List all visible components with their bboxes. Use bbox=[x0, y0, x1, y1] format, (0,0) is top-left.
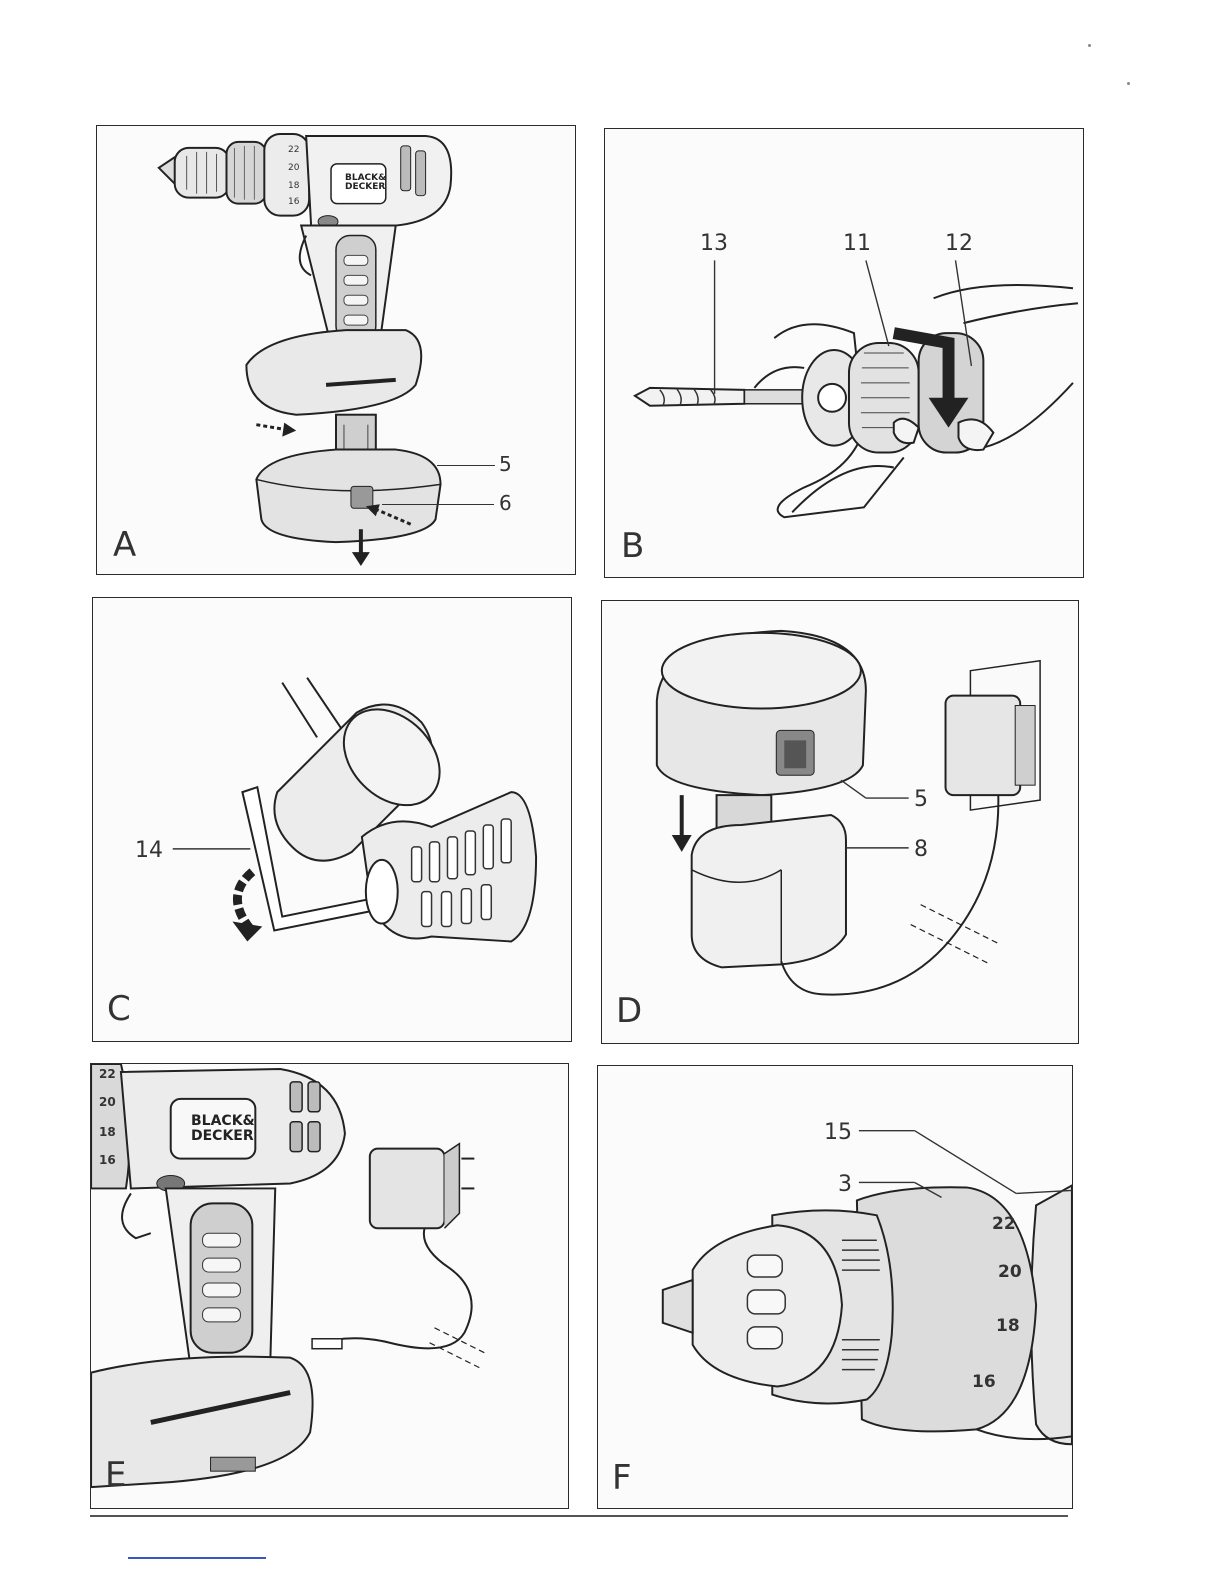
figure-letter: E bbox=[105, 1458, 126, 1492]
callout-label: 13 bbox=[700, 233, 728, 255]
callout-label: 12 bbox=[945, 233, 973, 255]
figure-letter: F bbox=[612, 1461, 632, 1495]
figure-d-charging: 5 8 D bbox=[601, 600, 1079, 1044]
figure-letter: C bbox=[107, 992, 131, 1026]
dial-number: 16 bbox=[972, 1374, 996, 1391]
dial-number: 16 bbox=[99, 1154, 116, 1166]
callout-label: 3 bbox=[838, 1174, 852, 1196]
figure-letter: D bbox=[616, 994, 642, 1028]
figure-b-bit-insertion: 13 11 12 B bbox=[604, 128, 1084, 578]
battery-charger-illustration bbox=[602, 601, 1078, 1043]
dial-number: 22 bbox=[288, 146, 299, 155]
scan-speck bbox=[1127, 82, 1130, 85]
dial-number: 18 bbox=[996, 1318, 1020, 1335]
dial-number: 20 bbox=[99, 1096, 116, 1108]
drill-direct-charge-illustration bbox=[91, 1064, 568, 1508]
leader-line bbox=[382, 504, 494, 505]
chuck-bit-illustration bbox=[605, 129, 1083, 577]
figure-e-direct-charging: BLACK&DECKER 22 20 18 16 E bbox=[90, 1063, 569, 1509]
callout-label: 14 bbox=[135, 840, 163, 862]
figure-letter: B bbox=[621, 529, 644, 563]
figure-letter: A bbox=[113, 528, 136, 562]
dial-number: 20 bbox=[998, 1264, 1022, 1281]
figure-c-chuck-removal: 14 C bbox=[92, 597, 572, 1042]
page-bottom-rule bbox=[90, 1515, 1068, 1517]
dial-number: 20 bbox=[288, 164, 299, 173]
figure-a-battery-removal: BLACK&DECKER 22 20 18 16 5 6 A bbox=[96, 125, 576, 575]
leader-line bbox=[437, 465, 495, 466]
callout-label: 5 bbox=[914, 789, 928, 811]
dial-number: 22 bbox=[992, 1216, 1016, 1233]
figure-f-torque-collar: 15 3 22 20 18 16 F bbox=[597, 1065, 1073, 1509]
dial-number: 16 bbox=[288, 198, 299, 207]
footer-accent-rule bbox=[128, 1557, 266, 1559]
dial-number: 18 bbox=[288, 182, 299, 191]
dial-number: 22 bbox=[99, 1068, 116, 1080]
dial-number: 18 bbox=[99, 1126, 116, 1138]
callout-label: 6 bbox=[499, 493, 512, 513]
brand-logo-text: BLACK&DECKER bbox=[191, 1114, 255, 1144]
callout-label: 5 bbox=[499, 454, 512, 474]
scan-speck bbox=[1088, 44, 1091, 47]
callout-label: 11 bbox=[843, 233, 871, 255]
hammer-key-illustration bbox=[93, 598, 571, 1041]
callout-label: 8 bbox=[914, 839, 928, 861]
brand-logo-text: BLACK&DECKER bbox=[345, 174, 386, 192]
callout-label: 15 bbox=[824, 1122, 852, 1144]
